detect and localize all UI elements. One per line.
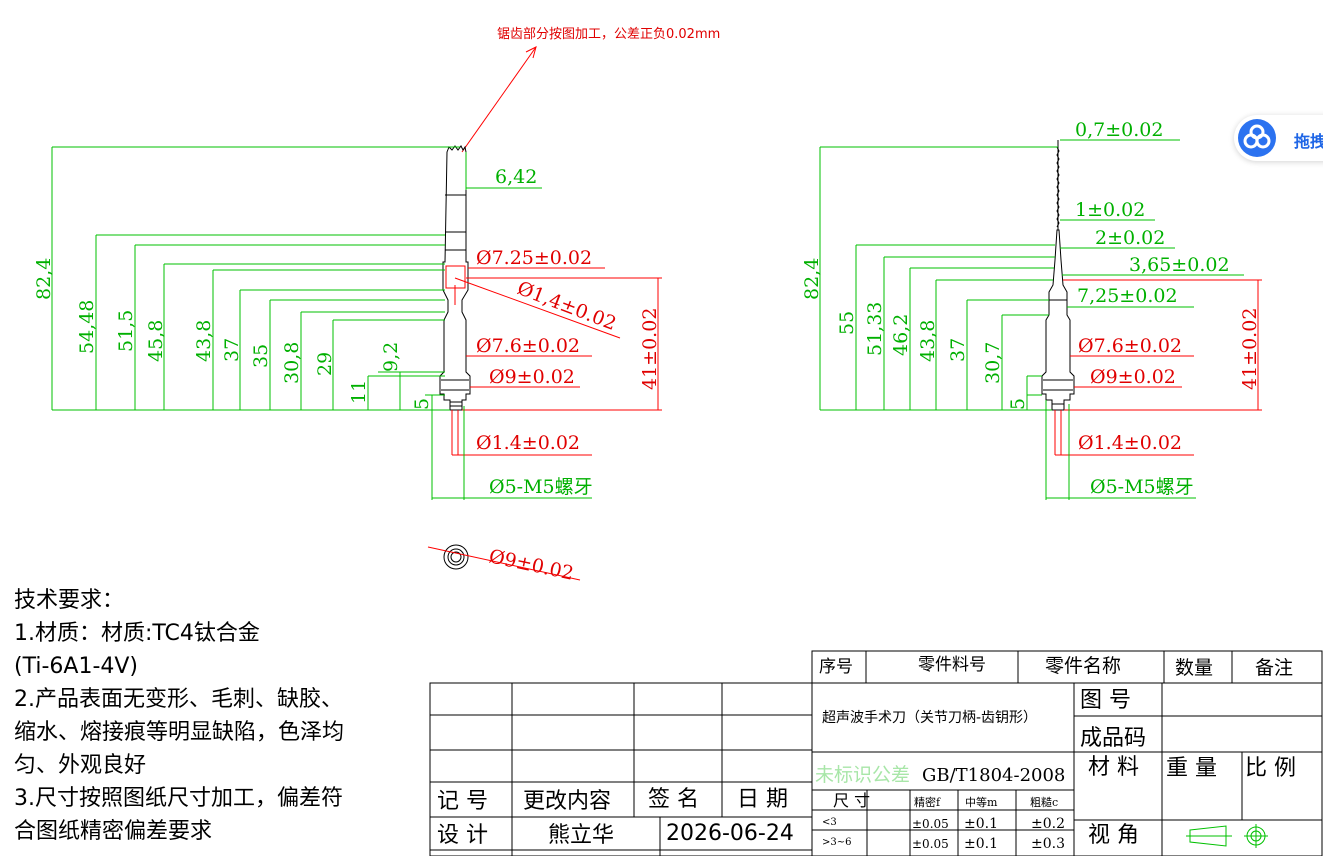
left-dim-thread: Ø5-M5螺牙 — [489, 476, 593, 498]
right-dim-b: 2±0.02 — [1095, 227, 1165, 249]
tb-product: 超声波手术刀（关节刀柄-齿钥形） — [822, 710, 1037, 726]
serration-note: 锯齿部分按图加工，公差正负0.02mm — [461, 27, 720, 153]
right-vertical-labels: 82,4 55 51,33 46,2 43,8 37 30,7 5 — [801, 258, 1029, 410]
right-dim-h2: 51,33 — [864, 302, 886, 356]
left-dim-d3: Ø9±0.02 — [489, 366, 575, 388]
tb-material: 材 料 — [1088, 755, 1139, 780]
left-dim-width-top: 6,42 — [495, 166, 537, 188]
right-dim-thread: Ø5-M5螺牙 — [1090, 476, 1194, 498]
tb-f2: ±0.05 — [912, 837, 949, 851]
right-dim-h3: 46,2 — [890, 314, 912, 356]
left-dim-h7: 30,8 — [281, 342, 303, 384]
tech-line-5: 匀、外观良好 — [14, 753, 147, 778]
tb-sign: 签 名 — [648, 787, 699, 812]
tb-view: 视 角 — [1088, 823, 1139, 848]
cloud-logo-icon — [1238, 119, 1276, 157]
tb-designer: 熊立华 — [548, 823, 614, 848]
tb-r2: >3~6 — [822, 837, 851, 848]
left-dim-h6: 35 — [250, 344, 272, 368]
tech-line-6: 3.尺寸按照图纸尺寸加工，偏差符 — [14, 786, 343, 811]
tb-drawing-no: 图 号 — [1080, 688, 1131, 713]
tech-title: 技术要求： — [14, 588, 125, 613]
right-dim-h5: 37 — [947, 338, 969, 362]
tb-qty: 数量 — [1175, 657, 1213, 679]
tb-partno: 零件料号 — [918, 655, 986, 675]
tb-f1: ±0.05 — [912, 817, 949, 831]
tb-finished-code: 成品码 — [1080, 726, 1146, 751]
right-dim-e: Ø7.6±0.02 — [1078, 335, 1182, 357]
right-dim-h6: 30,7 — [982, 342, 1004, 384]
tb-standard: GB/T1804-2008 — [922, 765, 1065, 786]
right-dim-span: 41±0.02 — [1239, 308, 1261, 390]
tech-line-3: 2.产品表面无变形、毛刺、缺胶、 — [14, 687, 343, 712]
left-dim-h3: 45,8 — [145, 320, 167, 362]
tb-weight: 重 量 — [1166, 756, 1217, 781]
right-dim-overall: 82,4 — [801, 258, 823, 300]
right-vertical-dims — [819, 146, 1058, 411]
tb-design-date: 2026-06-24 — [666, 821, 794, 846]
drag-badge[interactable]: 拖拽 — [1234, 115, 1323, 161]
tb-fine: 精密f — [914, 795, 941, 809]
left-dim-h2: 51,5 — [115, 310, 137, 352]
tb-c1: ±0.2 — [1031, 816, 1065, 832]
left-dim-span: 41±0.02 — [639, 308, 661, 390]
tb-rev-mark: 记 号 — [437, 789, 488, 814]
right-dim-f: Ø9±0.02 — [1090, 366, 1176, 388]
tech-line-4: 缩水、熔接痕等明显缺陷，色泽均 — [14, 720, 345, 745]
right-dim-h7: 5 — [1007, 398, 1029, 410]
tb-scale: 比 例 — [1245, 756, 1296, 781]
tb-c2: ±0.3 — [1031, 836, 1065, 852]
tb-m1: ±0.1 — [964, 816, 998, 832]
tb-partname: 零件名称 — [1045, 655, 1121, 677]
left-dim-overall: 82,4 — [33, 258, 55, 300]
left-dim-angled: Ø1,4±0.02 — [514, 277, 619, 335]
left-dim-d1: Ø7.25±0.02 — [476, 247, 592, 269]
tb-design: 设 计 — [437, 823, 488, 848]
left-dim-h9: 11 — [348, 380, 370, 404]
tb-size: 尺 寸 — [833, 791, 870, 810]
left-dim-h1: 54,48 — [76, 300, 98, 354]
left-dim-pin: Ø1.4±0.02 — [476, 432, 580, 454]
right-dim-pin: Ø1.4±0.02 — [1078, 432, 1182, 454]
tb-remark: 备注 — [1255, 657, 1293, 679]
right-dim-tip: 0,7±0.02 — [1075, 119, 1163, 141]
tb-rev-content: 更改内容 — [523, 789, 611, 814]
left-dim-h8: 29 — [314, 352, 336, 376]
right-dim-h4: 43,8 — [917, 320, 939, 362]
projection-symbol-icon — [1186, 824, 1268, 848]
left-vertical-labels: 82,4 54,48 51,5 45,8 43,8 37 35 30,8 29 … — [33, 258, 433, 410]
tb-untol-label: 未标识公差 — [815, 764, 910, 786]
title-block: 序号 零件料号 零件名称 数量 备注 记 号 更改内容 签 名 日 期 设 计 … — [429, 650, 1323, 856]
left-dim-d2: Ø7.6±0.02 — [476, 335, 580, 357]
tb-date-label: 日 期 — [737, 787, 788, 812]
note-text: 锯齿部分按图加工，公差正负0.02mm — [497, 27, 720, 42]
tb-coarse: 粗糙c — [1030, 795, 1058, 809]
tech-line-7: 合图纸精密偏差要求 — [14, 819, 213, 844]
tb-r1: <3 — [822, 817, 837, 828]
right-dim-a: 1±0.02 — [1075, 199, 1145, 221]
tb-seq: 序号 — [819, 657, 853, 677]
end-view-dia: Ø9±0.02 — [487, 545, 576, 584]
tb-m2: ±0.1 — [964, 836, 998, 852]
right-dim-c: 3,65±0.02 — [1129, 254, 1230, 276]
left-dim-h5: 37 — [221, 338, 243, 362]
drag-badge-label: 拖拽 — [1294, 132, 1323, 151]
left-part-outline — [439, 145, 471, 455]
right-dim-h1: 55 — [836, 311, 858, 335]
tech-line-2: (Ti-6A1-4V) — [14, 654, 139, 679]
right-diameter-dims: 0,7±0.02 1±0.02 2±0.02 3,65±0.02 7,25±0.… — [1045, 119, 1262, 500]
tb-medium: 中等m — [965, 795, 998, 809]
left-dim-h11: 5 — [411, 398, 433, 410]
left-dim-h4: 43,8 — [193, 320, 215, 362]
end-view: Ø9±0.02 — [427, 544, 581, 585]
left-vertical-dims — [51, 146, 460, 411]
technical-requirements: 技术要求： 1.材质：材质:TC4钛合金 (Ti-6A1-4V) 2.产品表面无… — [14, 584, 414, 848]
left-dim-h10: 9,2 — [380, 342, 402, 372]
tech-line-1: 1.材质：材质:TC4钛合金 — [14, 621, 260, 646]
right-dim-d: 7,25±0.02 — [1077, 285, 1178, 307]
